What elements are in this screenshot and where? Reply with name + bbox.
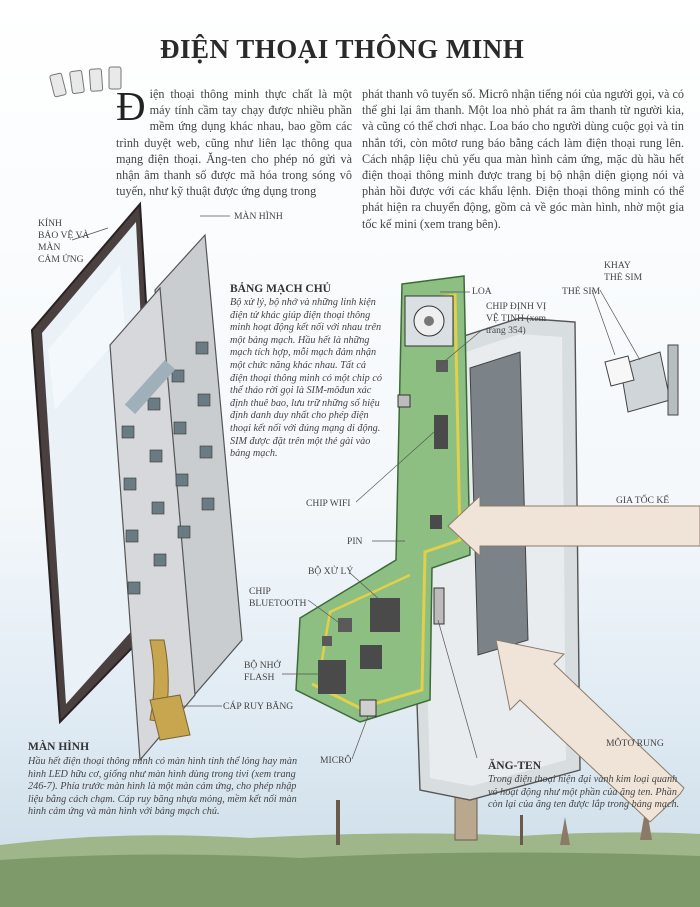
ground-scenery (0, 789, 700, 907)
label-accelerometer: GIA TỐC KẾ (616, 495, 670, 506)
label-screen: MÀN HÌNH (234, 211, 283, 222)
intro-column-2: phát thanh vô tuyến số. Micrô nhận tiếng… (362, 87, 684, 231)
label-sim-tray: KHAY THẺ SIM (604, 260, 642, 284)
label-glass-line: KÍNH (38, 218, 62, 229)
label-bluetooth-line: CHIP (249, 586, 271, 597)
label-bluetooth: CHIP BLUETOOTH (249, 586, 306, 610)
leader-lines (71, 215, 641, 760)
circuit-board-text: Bộ xử lý, bộ nhớ và những linh kiện điện… (230, 297, 382, 460)
label-gps-line: CHIP ĐỊNH VỊ (486, 301, 547, 312)
page-title: ĐIỆN THOẠI THÔNG MINH (160, 34, 525, 64)
label-flash: BỘ NHỚ FLASH (244, 660, 281, 684)
vibration-arrow (495, 639, 685, 823)
drop-cap: Đ (116, 83, 146, 129)
label-glass: KÍNH BẢO VỆ VÀ MÀN CẢM ỨNG (38, 218, 89, 266)
circuit-board-heading: BẢNG MẠCH CHỦ (230, 283, 331, 295)
label-speaker: LOA (472, 286, 492, 297)
label-gps: CHIP ĐỊNH VỊ VỆ TINH (xem trang 354) (486, 301, 546, 337)
label-processor: BỘ XỬ LÝ (308, 566, 354, 577)
sim-tray (604, 344, 679, 416)
accelerometer-arrow (447, 494, 700, 558)
antenna-text: Trong điện thoại hiện đại vành kim loại … (488, 774, 680, 811)
label-glass-line: CẢM ỨNG (38, 254, 84, 265)
label-gps-line: VỆ TINH (xem (486, 313, 547, 324)
label-bluetooth-line: BLUETOOTH (249, 598, 307, 609)
label-sim-card: THẺ SIM (562, 286, 601, 297)
label-wifi: CHIP WIFI (306, 498, 351, 509)
label-flash-line: BỘ NHỚ (244, 660, 281, 671)
label-glass-line: MÀN (38, 242, 61, 253)
label-ribbon: CÁP RUY BĂNG (223, 701, 294, 712)
label-battery: PIN (347, 536, 363, 547)
screen-heading: MÀN HÌNH (28, 741, 90, 753)
label-flash-line: FLASH (244, 672, 275, 683)
label-sim-tray-line: THẺ SIM (604, 272, 643, 283)
label-mic: MICRÔ (320, 755, 352, 766)
label-gps-line: trang 354) (486, 325, 526, 336)
antenna-heading: ĂNG-TEN (488, 760, 542, 772)
label-glass-line: BẢO VỆ VÀ (38, 230, 90, 241)
header-phone-icons (49, 66, 122, 98)
intro-text-1: iện thoại thông minh thực chất là một má… (116, 87, 352, 199)
screen-text: Hầu hết điện thoại thông minh có màn hìn… (28, 756, 298, 818)
display-panel (109, 233, 243, 762)
circuit-board (295, 275, 471, 723)
label-sim-tray-line: KHAY (604, 260, 631, 271)
label-vibration: MÔTƠ RUNG (606, 738, 664, 749)
